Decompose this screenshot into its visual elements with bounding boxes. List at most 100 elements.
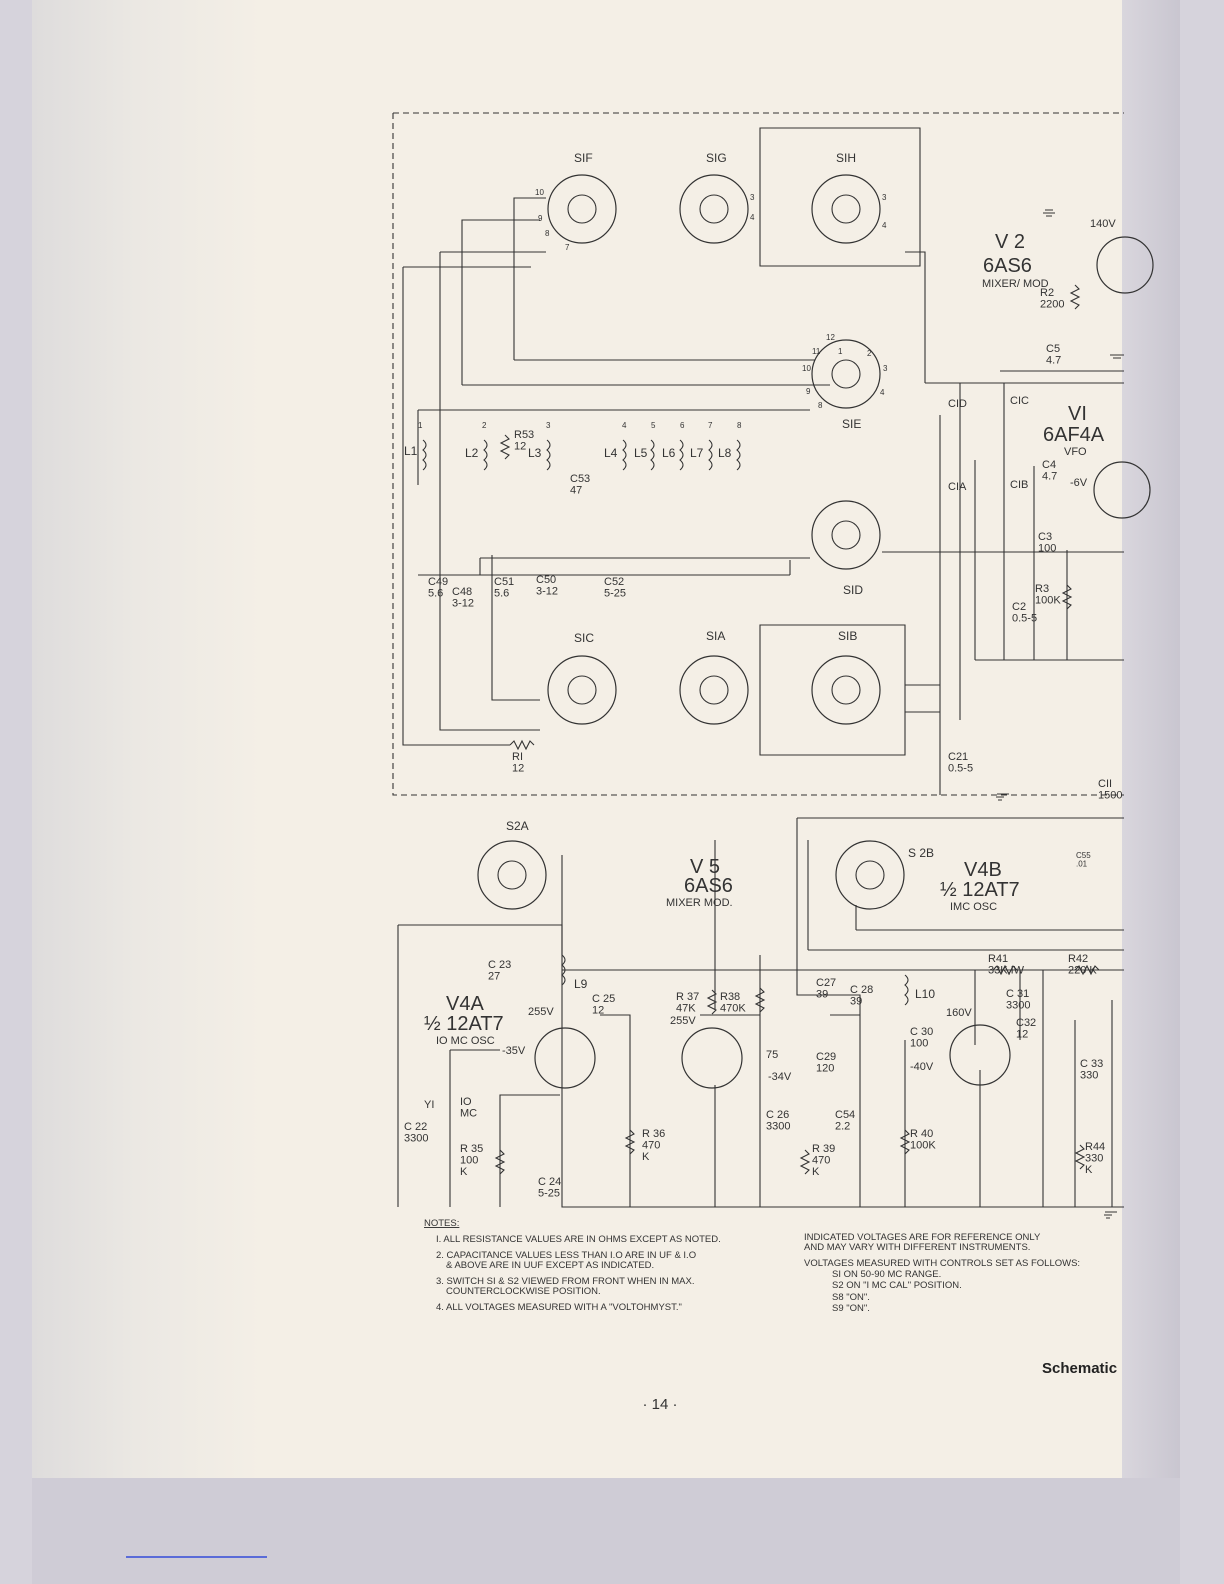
svg-text:4: 4 — [880, 388, 885, 397]
voltage-v4a-grid: -35V — [502, 1045, 526, 1057]
switch-label-s2b: S 2B — [908, 846, 934, 860]
switch-label-sie: SIE — [842, 417, 861, 431]
svg-text:9: 9 — [806, 387, 811, 396]
svg-text:10: 10 — [535, 188, 544, 197]
voltage-v4b-grid: -40V — [910, 1061, 934, 1073]
svg-text:2: 2 — [867, 349, 872, 358]
tube-v5-role: MIXER MOD. — [666, 897, 733, 909]
switch-label-s2a: S2A — [506, 819, 529, 833]
right-note-7: S9 "ON". — [832, 1303, 870, 1314]
right-note-2: AND MAY VARY WITH DIFFERENT INSTRUMENTS. — [804, 1242, 1030, 1253]
tube-v5-name: V 5 — [690, 856, 720, 878]
coil-label-l9: L9 — [574, 977, 588, 991]
tube-v4b-name: V4B — [964, 859, 1002, 881]
svg-text:3: 3 — [883, 364, 888, 373]
switch-label-sic: SIC — [574, 631, 594, 645]
tube-v4b-type: ½ 12AT7 — [940, 879, 1020, 901]
coil-label-l6: L6 — [662, 446, 676, 460]
svg-text:1: 1 — [838, 347, 843, 356]
coil-symbols — [422, 439, 909, 1006]
right-note-4: SI ON 50-90 MC RANGE. — [832, 1269, 941, 1280]
page-number: · 14 · — [642, 1396, 678, 1413]
right-note-1: INDICATED VOLTAGES ARE FOR REFERENCE ONL… — [804, 1232, 1041, 1243]
svg-text:4: 4 — [750, 213, 755, 222]
svg-text:8: 8 — [545, 229, 550, 238]
note-3b: COUNTERCLOCKWISE POSITION. — [446, 1286, 601, 1297]
voltage-v1-grid: -6V — [1070, 477, 1088, 489]
label-c1d: CID — [948, 398, 967, 410]
svg-text:10: 10 — [802, 364, 811, 373]
svg-text:3: 3 — [750, 193, 755, 202]
svg-text:4: 4 — [622, 421, 627, 430]
voltage-v5-grid: -34V — [768, 1071, 792, 1083]
note-3a: 3. SWITCH SI & S2 VIEWED FROM FRONT WHEN… — [436, 1276, 694, 1287]
tube-envelopes — [534, 236, 1154, 1089]
svg-text:7: 7 — [565, 243, 570, 252]
svg-text:4: 4 — [882, 221, 887, 230]
tube-v1-name: VI — [1068, 403, 1087, 425]
tube-v5-type: 6AS6 — [684, 875, 733, 897]
voltage-v2-plate: 140V — [1090, 218, 1116, 230]
right-note-3: VOLTAGES MEASURED WITH CONTROLS SET AS F… — [804, 1258, 1080, 1269]
svg-text:8: 8 — [737, 421, 742, 430]
svg-text:2: 2 — [482, 421, 487, 430]
svg-text:5: 5 — [651, 421, 656, 430]
note-4: 4. ALL VOLTAGES MEASURED WITH A "VOLTOHM… — [436, 1302, 682, 1313]
note-1: I. ALL RESISTANCE VALUES ARE IN OHMS EXC… — [436, 1234, 721, 1245]
pin-number-labels: 1 2 3 4 8 9 10 11 12 10 9 8 7 3 4 3 4 1 … — [418, 188, 888, 430]
tube-v1-role: VFO — [1064, 446, 1087, 458]
svg-text:9: 9 — [538, 214, 543, 223]
figure-caption: Schematic — [1042, 1360, 1118, 1377]
voltage-v4b-plate: 160V — [946, 1007, 972, 1019]
tube-v4a-role: IO MC OSC — [436, 1035, 495, 1047]
page-edge — [1122, 0, 1180, 1478]
label-c1c: CIC — [1010, 395, 1029, 407]
right-note-6: S8 "ON". — [832, 1292, 870, 1303]
coil-label-l2: L2 — [465, 446, 479, 460]
tube-v1-type: 6AF4A — [1043, 424, 1105, 446]
label-c1a: CIA — [948, 481, 967, 493]
coil-label-l1: L1 — [404, 444, 418, 458]
svg-text:12: 12 — [826, 333, 835, 342]
svg-text:3: 3 — [546, 421, 551, 430]
tube-v2-role: MIXER/ MOD — [982, 278, 1049, 290]
svg-text:7: 7 — [708, 421, 713, 430]
switch-label-sid: SID — [843, 583, 863, 597]
scanner-background — [32, 1478, 1180, 1584]
coil-label-l5: L5 — [634, 446, 648, 460]
note-2b: & ABOVE ARE IN UUF EXCEPT AS INDICATED. — [446, 1260, 654, 1271]
switch-label-sib: SIB — [838, 629, 857, 643]
coil-label-l4: L4 — [604, 446, 618, 460]
tube-v4a-type: ½ 12AT7 — [424, 1013, 504, 1035]
coil-label-l7: L7 — [690, 446, 704, 460]
ground-symbols — [996, 209, 1124, 1219]
tube-v4a-name: V4A — [446, 993, 484, 1015]
wiring — [392, 112, 1124, 1208]
